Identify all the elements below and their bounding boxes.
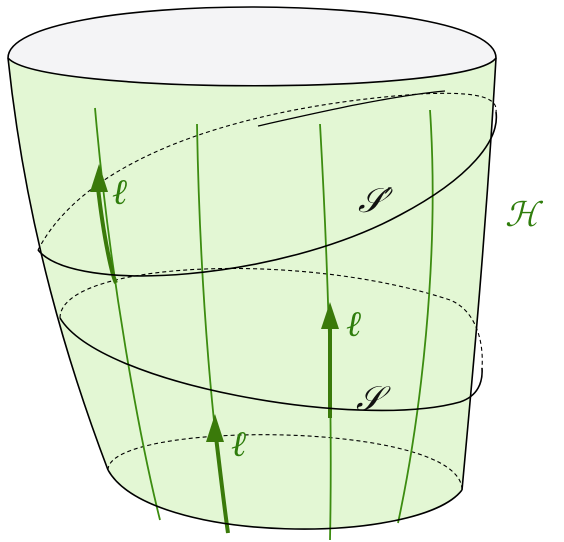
bottom-rim-back (107, 434, 463, 491)
bottom-rim-front (107, 469, 463, 530)
right-side-outline (461, 57, 497, 491)
hypersurface-body (8, 58, 496, 530)
generator-label: ℓ (231, 424, 246, 465)
arrow-up-icon (321, 302, 339, 329)
generator-arrow-segment-1 (96, 187, 118, 284)
slice-lower-front (59, 317, 483, 412)
slice-upper-back (37, 92, 497, 251)
arrowheads (90, 164, 339, 442)
left-side-outline (7, 57, 109, 471)
generator-label: ℓ (112, 172, 127, 213)
arrow-up-icon (90, 164, 108, 192)
arrow-up-icon (206, 414, 224, 442)
horizon-label: ℋ (505, 195, 544, 235)
slice-upper-label: 𝒮′ (358, 181, 393, 221)
generator-label: ℓ (346, 304, 361, 345)
slice-upper-front (37, 111, 498, 277)
top-cap (7, 6, 497, 87)
top-cap-slice-edge (257, 90, 446, 127)
generator-line-4 (397, 109, 434, 524)
